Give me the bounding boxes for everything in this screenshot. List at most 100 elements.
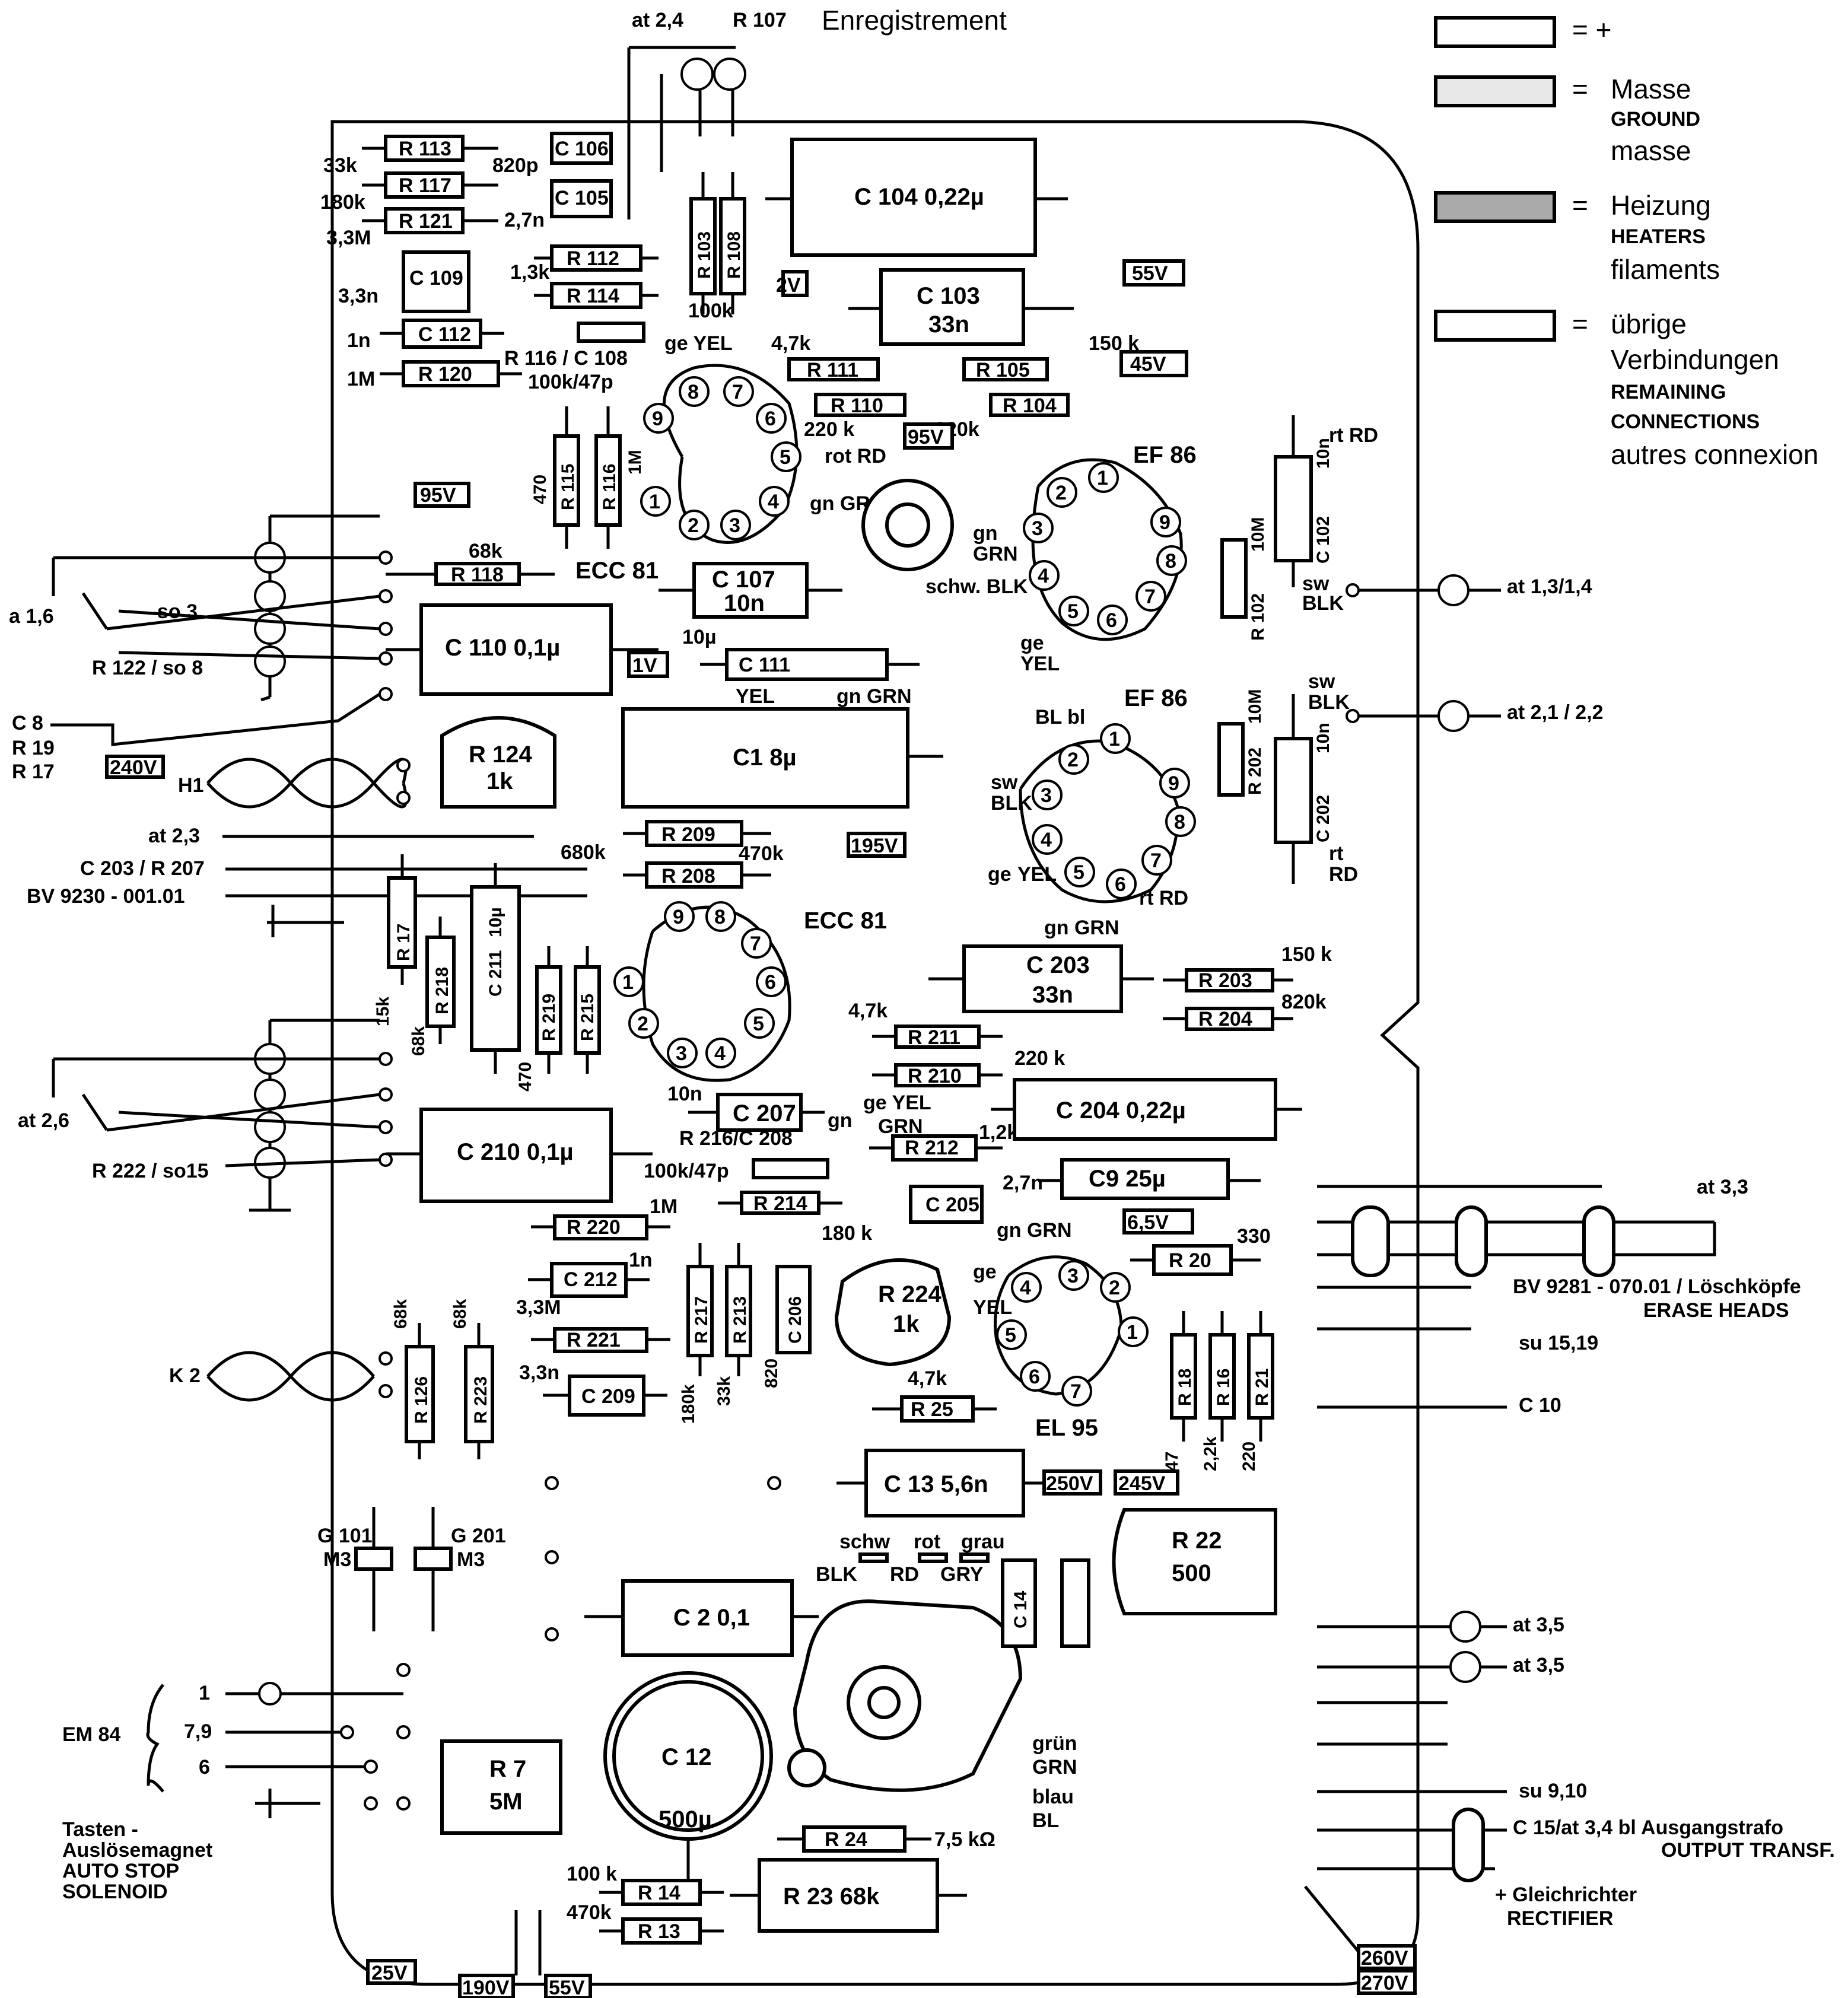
legend-ground-box <box>1434 75 1556 107</box>
svg-text:25V: 25V <box>371 1962 408 1984</box>
svg-text:5: 5 <box>753 1013 764 1035</box>
svg-text:rt: rt <box>1329 842 1344 865</box>
svg-text:rt RD: rt RD <box>1139 887 1188 909</box>
svg-text:BL: BL <box>1032 1809 1059 1832</box>
svg-text:470: 470 <box>530 475 550 504</box>
svg-text:7: 7 <box>1070 1380 1082 1403</box>
svg-text:100 k: 100 k <box>567 1863 617 1885</box>
svg-text:gn GRN: gn GRN <box>836 685 912 708</box>
svg-text:ge YEL: ge YEL <box>664 332 733 355</box>
svg-text:6: 6 <box>765 971 776 994</box>
svg-text:2,7n: 2,7n <box>504 209 545 231</box>
svg-text:R 108: R 108 <box>724 231 744 279</box>
svg-text:6: 6 <box>1115 873 1126 896</box>
capacitor-c211 <box>470 885 521 1052</box>
svg-text:10M: 10M <box>1248 517 1268 552</box>
svg-text:47: 47 <box>1162 1452 1182 1471</box>
svg-text:10µ: 10µ <box>682 626 716 648</box>
svg-text:2,2k: 2,2k <box>1201 1436 1220 1471</box>
svg-text:1: 1 <box>1127 1321 1138 1344</box>
svg-text:C 2 0,1: C 2 0,1 <box>673 1605 750 1631</box>
svg-text:R 224: R 224 <box>878 1281 942 1307</box>
svg-text:1n: 1n <box>347 329 371 352</box>
svg-text:BV 9230 - 001.01: BV 9230 - 001.01 <box>27 885 185 908</box>
svg-text:YEL: YEL <box>736 685 775 708</box>
svg-text:R 17: R 17 <box>394 924 414 961</box>
svg-text:rt RD: rt RD <box>1329 424 1378 447</box>
svg-text:2: 2 <box>637 1013 648 1035</box>
svg-text:R 216/C 208: R 216/C 208 <box>679 1127 793 1150</box>
svg-text:1M: 1M <box>625 450 645 475</box>
potentiometer-r7 <box>440 1739 562 1835</box>
svg-text:blau: blau <box>1032 1786 1074 1808</box>
svg-text:R 118: R 118 <box>451 564 504 586</box>
svg-text:1k: 1k <box>486 768 513 794</box>
svg-text:3,3n: 3,3n <box>338 285 378 307</box>
svg-text:R 202: R 202 <box>1245 747 1265 795</box>
svg-text:C 105: C 105 <box>555 187 609 209</box>
resistor-r102 <box>1220 538 1248 619</box>
svg-text:R 215: R 215 <box>578 994 597 1041</box>
svg-text:at 2,3: at 2,3 <box>148 825 200 847</box>
svg-text:95V: 95V <box>420 484 456 507</box>
svg-text:C 10: C 10 <box>1519 1394 1561 1417</box>
svg-text:C 203: C 203 <box>1026 952 1090 978</box>
resistor-r115 <box>553 434 580 527</box>
legend-other-box <box>1434 310 1556 342</box>
svg-text:180k: 180k <box>679 1384 698 1424</box>
svg-text:G 101: G 101 <box>317 1525 373 1547</box>
diode-g201 <box>414 1547 453 1571</box>
svg-text:1: 1 <box>622 971 634 994</box>
svg-text:2: 2 <box>1067 749 1079 771</box>
svg-text:R 219: R 219 <box>539 994 559 1041</box>
svg-text:EF 86: EF 86 <box>1124 685 1188 711</box>
svg-text:2V: 2V <box>776 274 801 297</box>
svg-text:autres connexion: autres connexion <box>1611 439 1818 470</box>
svg-text:C 13 5,6n: C 13 5,6n <box>884 1471 988 1497</box>
svg-text:Auslösemagnet: Auslösemagnet <box>62 1839 212 1862</box>
svg-text:R 214: R 214 <box>753 1192 807 1215</box>
svg-text:7,5 kΩ: 7,5 kΩ <box>934 1828 995 1851</box>
svg-text:5: 5 <box>780 446 791 469</box>
svg-text:BL bl: BL bl <box>1035 706 1085 728</box>
svg-text:R 220: R 220 <box>567 1216 621 1239</box>
svg-text:10n: 10n <box>1313 438 1333 469</box>
svg-text:10n: 10n <box>724 590 765 616</box>
svg-text:195V: 195V <box>851 835 898 857</box>
svg-text:33n: 33n <box>928 311 969 338</box>
svg-text:8: 8 <box>1165 550 1176 572</box>
svg-text:68k: 68k <box>391 1299 411 1329</box>
svg-text:820k: 820k <box>1281 991 1327 1013</box>
svg-text:2: 2 <box>1055 482 1067 504</box>
svg-text:R 115: R 115 <box>558 464 578 510</box>
svg-text:C 203 / R 207: C 203 / R 207 <box>80 857 205 880</box>
svg-text:4: 4 <box>714 1042 726 1065</box>
capacitor-c105 <box>550 179 613 218</box>
svg-text:7: 7 <box>1150 850 1162 872</box>
svg-text:9: 9 <box>652 408 663 430</box>
svg-text:33k: 33k <box>323 154 357 177</box>
svg-text:at 3,5: at 3,5 <box>1513 1614 1564 1636</box>
svg-text:1,3k: 1,3k <box>510 261 549 284</box>
svg-text:at 1,3/1,4: at 1,3/1,4 <box>1507 575 1592 598</box>
svg-text:8: 8 <box>688 381 699 403</box>
svg-text:=: = <box>1572 190 1588 221</box>
svg-text:1: 1 <box>1109 728 1120 750</box>
svg-text:ECC 81: ECC 81 <box>575 558 659 584</box>
svg-text:R 223: R 223 <box>471 1376 491 1424</box>
svg-text:EM 84: EM 84 <box>62 1723 120 1746</box>
svg-text:+ Gleichrichter: + Gleichrichter <box>1495 1884 1637 1906</box>
potentiometer-r124 <box>440 716 556 809</box>
svg-text:BV 9281 - 070.01 / Löschköpfe: BV 9281 - 070.01 / Löschköpfe <box>1513 1275 1801 1298</box>
svg-text:95V: 95V <box>908 426 944 448</box>
resistor-r217 <box>686 1265 714 1357</box>
svg-text:9: 9 <box>1168 772 1179 795</box>
svg-text:R 18: R 18 <box>1175 1369 1195 1406</box>
svg-text:260V: 260V <box>1361 1947 1408 1970</box>
svg-text:R 222 / so15: R 222 / so15 <box>92 1160 209 1182</box>
svg-text:3: 3 <box>1067 1265 1079 1287</box>
svg-text:GRN: GRN <box>878 1115 923 1138</box>
svg-text:EF 86: EF 86 <box>1133 442 1197 468</box>
svg-text:4,7k: 4,7k <box>848 1000 888 1022</box>
svg-text:at 2,1 / 2,2: at 2,1 / 2,2 <box>1507 701 1604 724</box>
